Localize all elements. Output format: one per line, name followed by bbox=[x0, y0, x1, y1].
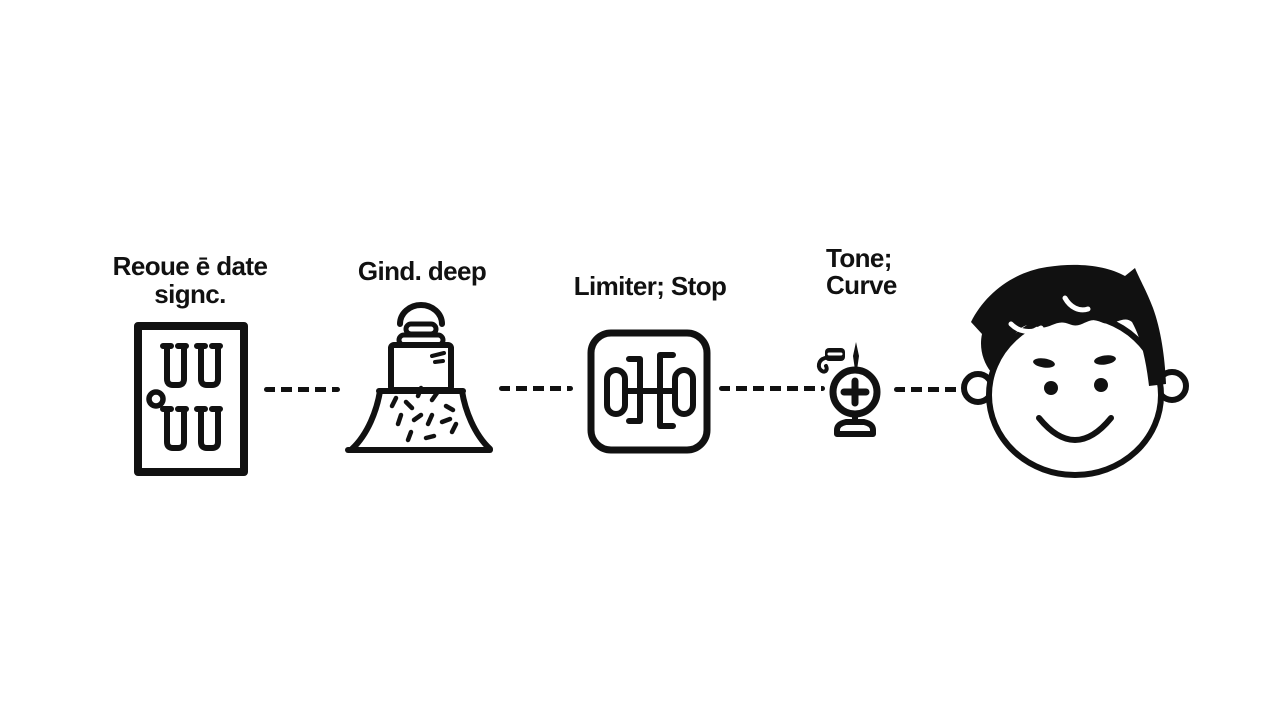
hair bbox=[971, 264, 1166, 386]
label-grind: Gind. deep bbox=[342, 257, 502, 285]
grinder-icon bbox=[345, 302, 493, 453]
left-eyebrow bbox=[1033, 358, 1055, 368]
right-eye bbox=[1094, 378, 1108, 392]
boy-face-icon bbox=[961, 264, 1189, 478]
door-icon bbox=[134, 322, 248, 476]
label-line: Limiter; Stop bbox=[573, 271, 727, 301]
label-line: Gind. deep bbox=[357, 256, 487, 286]
flow-connector-2 bbox=[499, 386, 573, 391]
face-outline bbox=[986, 312, 1164, 478]
right-eyebrow bbox=[1094, 355, 1116, 365]
label-tone: Tone; Curve bbox=[826, 245, 956, 299]
label-line: signc. bbox=[154, 279, 226, 309]
limiter-icon bbox=[587, 329, 711, 454]
flow-connector-1 bbox=[264, 387, 340, 392]
flow-connector-3 bbox=[719, 386, 825, 391]
arrow-up-icon bbox=[853, 342, 859, 370]
smile bbox=[1036, 415, 1114, 443]
label-line: Reoue ē date bbox=[112, 251, 268, 281]
label-line: Tone; bbox=[826, 243, 892, 273]
label-line: Curve bbox=[826, 270, 897, 300]
flow-connector-4 bbox=[894, 387, 962, 392]
tone-circle-plus-icon bbox=[816, 342, 881, 437]
left-eye bbox=[1044, 381, 1058, 395]
label-source: Reoue ē date signc. bbox=[90, 252, 290, 308]
label-limiter: Limiter; Stop bbox=[570, 272, 730, 300]
